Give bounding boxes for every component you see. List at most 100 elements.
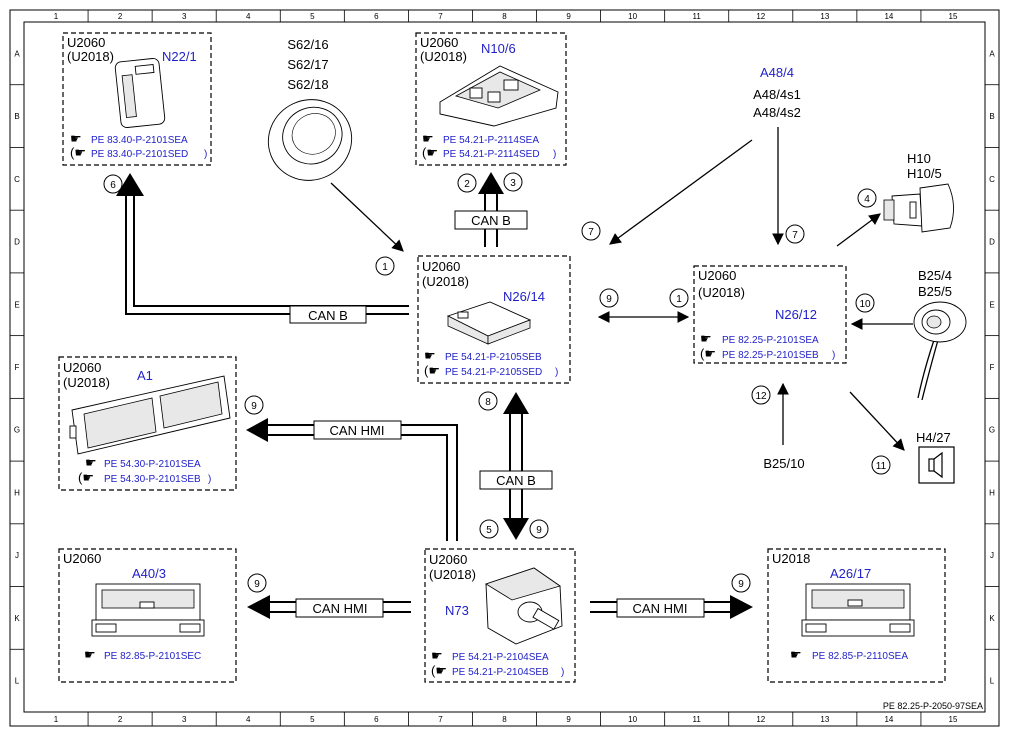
bus-label-can-hmi: CAN HMI	[330, 423, 385, 438]
bus-label-can-b: CAN B	[308, 308, 348, 323]
column-label: 9	[566, 12, 571, 21]
column-label: 9	[566, 715, 571, 724]
column-label: 15	[949, 715, 958, 724]
ref-link[interactable]: PE 54.30-P-2101SEA	[104, 459, 201, 470]
component-a1[interactable]: U2060 (U2018) A1 ☛ PE 54.30-P-2101SEA (☛…	[58, 356, 237, 491]
column-label: 3	[182, 12, 187, 21]
component-n73[interactable]: U2060 (U2018) N73 ☛ PE 54.21-P-2104SEA (…	[424, 548, 576, 683]
component-a48-4[interactable]: A48/4 A48/4s1 A48/4s2	[753, 65, 801, 120]
component-a26-17[interactable]: U2018 A26/17 ☛ PE 82.85-P-2110SEA	[767, 548, 946, 683]
column-label: 2	[118, 715, 123, 724]
component-code: N22/1	[162, 49, 197, 64]
component-n26-12[interactable]: U2060 (U2018) N26/12 ☛ PE 82.25-P-2101SE…	[693, 265, 847, 364]
component-n10-6[interactable]: U2060 (U2018) N10/6 ☛ PE 54.21-P-2114SEA…	[415, 32, 567, 166]
row-label: D	[14, 238, 20, 247]
svg-text:7: 7	[792, 230, 798, 241]
column-label: 11	[693, 715, 702, 724]
svg-text:5: 5	[486, 525, 492, 536]
can-b-line-n22: CAN B	[116, 173, 409, 324]
ref-icon: (☛	[431, 663, 447, 678]
year-label-2: (U2018)	[429, 567, 476, 582]
row-label: B	[14, 112, 19, 121]
ref-link[interactable]: PE 82.85-P-2110SEA	[812, 651, 908, 662]
svg-text:9: 9	[251, 401, 257, 412]
year-label: U2060	[422, 259, 460, 274]
ref-link[interactable]: PE 82.25-P-2101SEA	[722, 335, 819, 346]
component-s62[interactable]: S62/16 S62/17 S62/18	[255, 37, 365, 194]
svg-text:9: 9	[536, 525, 542, 536]
svg-text:7: 7	[588, 227, 594, 238]
marker: 9	[599, 288, 619, 308]
component-code: N10/6	[481, 41, 516, 56]
component-code: A48/4s2	[753, 105, 801, 120]
control-unit-icon	[439, 65, 559, 127]
ref-link[interactable]: PE 82.25-P-2101SEB	[722, 350, 819, 361]
year-label-2: (U2018)	[63, 375, 110, 390]
component-h10[interactable]: H10 H10/5	[883, 151, 954, 233]
component-a40-3[interactable]: U2060 A40/3 ☛ PE 82.85-P-2101SEC	[58, 548, 237, 683]
ref-link[interactable]: PE 54.21-P-2104SEA	[452, 652, 549, 663]
svg-text:8: 8	[485, 397, 491, 408]
control-module-icon	[446, 301, 532, 345]
drawing-frame	[9, 9, 1000, 727]
year-label: U2060	[429, 552, 467, 567]
row-label: A	[989, 49, 995, 58]
marker: 5	[479, 519, 499, 539]
component-code: H10	[907, 151, 931, 166]
marker: 11	[871, 455, 891, 475]
component-code: A26/17	[830, 566, 871, 581]
frame-ticks	[10, 10, 999, 726]
ref-link[interactable]: PE 54.21-P-2114SEA	[443, 135, 539, 146]
ref-link[interactable]: PE 54.30-P-2101SEB	[104, 474, 201, 485]
component-b25-10[interactable]: B25/10	[763, 456, 804, 471]
row-label: K	[989, 614, 995, 623]
marker: 4	[857, 188, 877, 208]
component-code: A40/3	[132, 566, 166, 581]
row-label: H	[14, 488, 20, 497]
row-label: J	[990, 551, 994, 560]
ref-link[interactable]: PE 82.85-P-2101SEC	[104, 651, 201, 662]
ref-link[interactable]: PE 83.40-P-2101SED	[91, 149, 188, 160]
component-h4-27[interactable]: H4/27	[916, 430, 955, 484]
marker: 9	[731, 573, 751, 593]
component-code: H4/27	[916, 430, 951, 445]
column-label: 5	[310, 12, 315, 21]
ref-icon: ☛	[70, 131, 82, 146]
component-code: A48/4s1	[753, 87, 801, 102]
component-b25-4[interactable]: B25/4 B25/5	[913, 268, 967, 401]
year-label-2: (U2018)	[422, 274, 469, 289]
row-label: G	[989, 426, 995, 435]
ref-close: )	[555, 367, 558, 378]
ignition-ring-icon	[267, 99, 353, 181]
ref-close: )	[561, 667, 564, 678]
ref-close: )	[208, 474, 211, 485]
marker: 1	[669, 288, 689, 308]
column-label: 13	[820, 12, 829, 21]
document-id: PE 82.25-P-2050-97SEA	[883, 701, 983, 711]
ref-link[interactable]: PE 54.21-P-2105SEB	[445, 352, 542, 363]
svg-text:4: 4	[864, 194, 870, 205]
lamp-icon	[883, 183, 954, 233]
year-label: U2060	[67, 35, 105, 50]
column-label: 4	[246, 715, 251, 724]
marker: 2	[457, 173, 477, 193]
column-label: 10	[628, 715, 637, 724]
ref-close: )	[553, 149, 556, 160]
component-n26-14[interactable]: U2060 (U2018) N26/14 ☛ PE 54.21-P-2105SE…	[417, 255, 571, 384]
row-label: H	[989, 488, 995, 497]
ref-link[interactable]: PE 54.21-P-2104SEB	[452, 667, 549, 678]
row-label: G	[14, 426, 20, 435]
row-label: B	[989, 112, 994, 121]
column-label: 4	[246, 12, 251, 21]
ref-link[interactable]: PE 83.40-P-2101SEA	[91, 135, 188, 146]
column-label: 7	[438, 715, 443, 724]
component-n22-1[interactable]: U2060 (U2018) N22/1 ☛ PE 83.40-P-2101SEA…	[62, 32, 212, 166]
ref-icon: ☛	[84, 647, 96, 662]
can-b-line-n73: CAN B	[479, 392, 553, 540]
ref-link[interactable]: PE 54.21-P-2114SED	[443, 149, 540, 160]
ref-icon: (☛	[70, 145, 86, 160]
ref-link[interactable]: PE 54.21-P-2105SED	[445, 367, 542, 378]
can-hmi-line-a1: CAN HMI	[246, 418, 458, 541]
sensor-icon	[913, 301, 967, 401]
